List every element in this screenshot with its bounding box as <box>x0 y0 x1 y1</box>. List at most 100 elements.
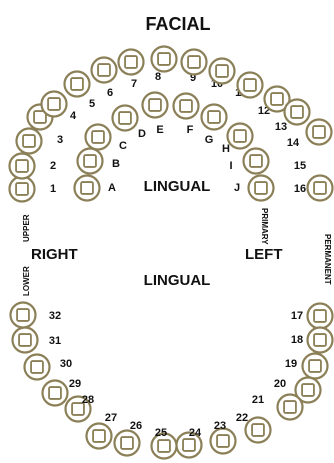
tooth-surface-square <box>254 181 268 195</box>
tooth-2[interactable] <box>8 152 36 180</box>
tooth-12[interactable] <box>236 71 264 99</box>
tooth-surface-square <box>16 308 30 322</box>
tooth-16[interactable] <box>306 174 334 202</box>
tooth-7[interactable] <box>90 56 118 84</box>
upper-side-label: UPPER <box>22 214 31 242</box>
tooth-label-7: 7 <box>131 78 137 90</box>
tooth-13[interactable] <box>263 85 291 113</box>
tooth-surface-square <box>243 78 257 92</box>
tooth-a[interactable] <box>73 174 101 202</box>
left-label: LEFT <box>245 246 283 263</box>
tooth-surface-square <box>124 55 138 69</box>
tooth-20[interactable] <box>294 376 322 404</box>
tooth-label-21: 21 <box>252 394 264 406</box>
tooth-surface-square <box>216 434 230 448</box>
tooth-f[interactable] <box>172 92 200 120</box>
tooth-5[interactable] <box>40 90 68 118</box>
tooth-label-14: 14 <box>287 137 300 149</box>
lingual-lower-label: LINGUAL <box>144 272 211 289</box>
tooth-surface-square <box>313 181 327 195</box>
tooth-11[interactable] <box>208 57 236 85</box>
tooth-30[interactable] <box>23 353 51 381</box>
lower-side-label: LOWER <box>22 266 31 296</box>
tooth-b[interactable] <box>76 147 104 175</box>
tooth-surface-square <box>270 92 284 106</box>
tooth-surface-square <box>187 55 201 69</box>
tooth-label-32: 32 <box>49 310 61 322</box>
tooth-label-j: J <box>234 182 240 194</box>
tooth-21[interactable] <box>276 393 304 421</box>
tooth-surface-square <box>313 333 327 347</box>
tooth-31[interactable] <box>11 326 39 354</box>
tooth-14[interactable] <box>283 98 311 126</box>
tooth-19[interactable] <box>301 352 329 380</box>
tooth-22[interactable] <box>244 416 272 444</box>
tooth-surface-square <box>15 182 29 196</box>
tooth-29[interactable] <box>41 379 69 407</box>
tooth-label-a: A <box>108 182 116 194</box>
tooth-label-h: H <box>222 143 230 155</box>
tooth-label-9: 9 <box>190 72 196 84</box>
tooth-25[interactable] <box>150 432 178 460</box>
tooth-d[interactable] <box>111 104 139 132</box>
tooth-label-5: 5 <box>89 98 95 110</box>
tooth-9[interactable] <box>150 45 178 73</box>
tooth-surface-square <box>207 110 221 124</box>
tooth-surface-square <box>313 309 327 323</box>
tooth-6[interactable] <box>63 70 91 98</box>
tooth-8[interactable] <box>117 48 145 76</box>
tooth-label-1: 1 <box>50 183 56 195</box>
tooth-c[interactable] <box>84 123 112 151</box>
tooth-surface-square <box>301 383 315 397</box>
tooth-label-20: 20 <box>274 378 286 390</box>
tooth-surface-square <box>179 99 193 113</box>
tooth-24[interactable] <box>175 431 203 459</box>
tooth-label-19: 19 <box>285 358 297 370</box>
tooth-label-24: 24 <box>189 427 202 439</box>
tooth-label-3: 3 <box>57 134 63 146</box>
tooth-18[interactable] <box>306 326 334 354</box>
tooth-surface-square <box>233 129 247 143</box>
tooth-surface-square <box>148 98 162 112</box>
tooth-10[interactable] <box>180 48 208 76</box>
tooth-label-b: B <box>112 158 120 170</box>
tooth-surface-square <box>18 333 32 347</box>
tooth-27[interactable] <box>85 422 113 450</box>
tooth-g[interactable] <box>200 103 228 131</box>
tooth-surface-square <box>91 130 105 144</box>
permanent-side-label: PERMANENT <box>323 234 332 285</box>
teeth-layer: 1234567891011121314151617181920212223242… <box>8 45 334 460</box>
tooth-15[interactable] <box>305 118 333 146</box>
tooth-label-6: 6 <box>107 87 113 99</box>
tooth-e[interactable] <box>141 91 169 119</box>
tooth-1[interactable] <box>8 175 36 203</box>
primary-side-label: PRIMARY <box>260 208 269 245</box>
tooth-surface-square <box>15 159 29 173</box>
tooth-surface-square <box>97 63 111 77</box>
tooth-i[interactable] <box>242 147 270 175</box>
tooth-32[interactable] <box>9 301 37 329</box>
tooth-surface-square <box>283 400 297 414</box>
tooth-surface-square <box>312 125 326 139</box>
tooth-label-8: 8 <box>155 71 161 83</box>
tooth-17[interactable] <box>306 302 334 330</box>
tooth-23[interactable] <box>209 427 237 455</box>
tooth-label-26: 26 <box>130 420 142 432</box>
tooth-3[interactable] <box>15 127 43 155</box>
tooth-surface-square <box>290 105 304 119</box>
tooth-surface-square <box>215 64 229 78</box>
tooth-label-13: 13 <box>275 121 287 133</box>
tooth-label-d: D <box>138 128 146 140</box>
tooth-surface-square <box>157 52 171 66</box>
tooth-h[interactable] <box>226 122 254 150</box>
tooth-j[interactable] <box>247 174 275 202</box>
lingual-upper-label: LINGUAL <box>144 178 211 195</box>
tooth-surface-square <box>33 110 47 124</box>
tooth-28[interactable] <box>64 395 92 423</box>
tooth-label-29: 29 <box>69 378 81 390</box>
tooth-label-g: G <box>205 134 214 146</box>
tooth-label-f: F <box>187 124 194 136</box>
tooth-label-4: 4 <box>70 110 77 122</box>
tooth-26[interactable] <box>113 429 141 457</box>
tooth-surface-square <box>71 402 85 416</box>
